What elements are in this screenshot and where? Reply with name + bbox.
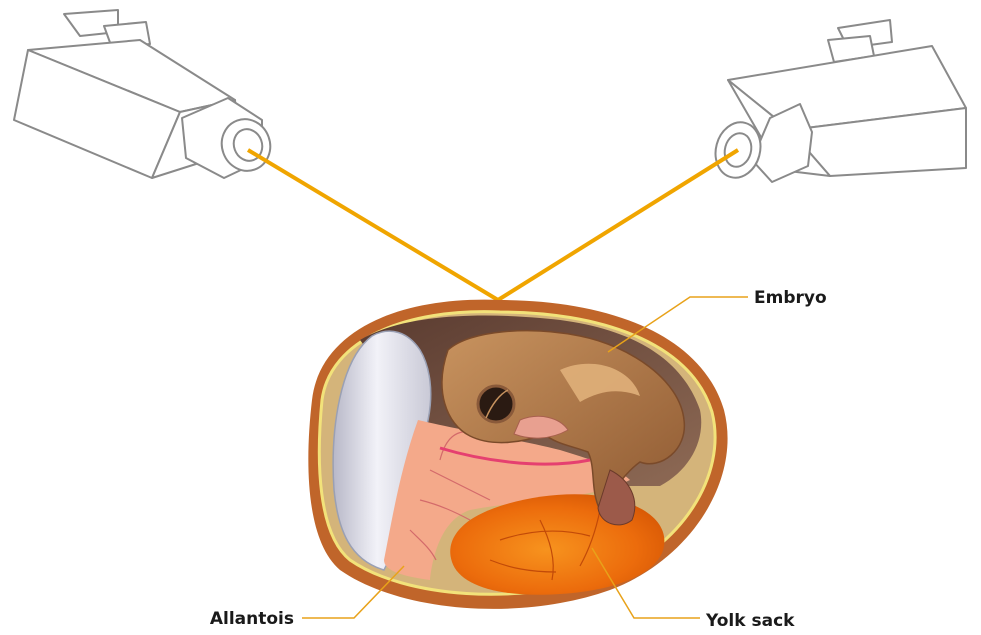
beam-right	[498, 150, 738, 300]
yolk-sack-label: Yolk sack	[705, 611, 795, 631]
camera-right-icon	[710, 20, 966, 183]
camera-left-icon	[14, 10, 277, 178]
egg	[308, 300, 727, 609]
allantois-label: Allantois	[210, 609, 294, 629]
beam-left	[248, 150, 498, 300]
embryo-label: Embryo	[754, 288, 827, 308]
embryo-eye	[478, 386, 514, 422]
camera-beams	[248, 150, 738, 300]
